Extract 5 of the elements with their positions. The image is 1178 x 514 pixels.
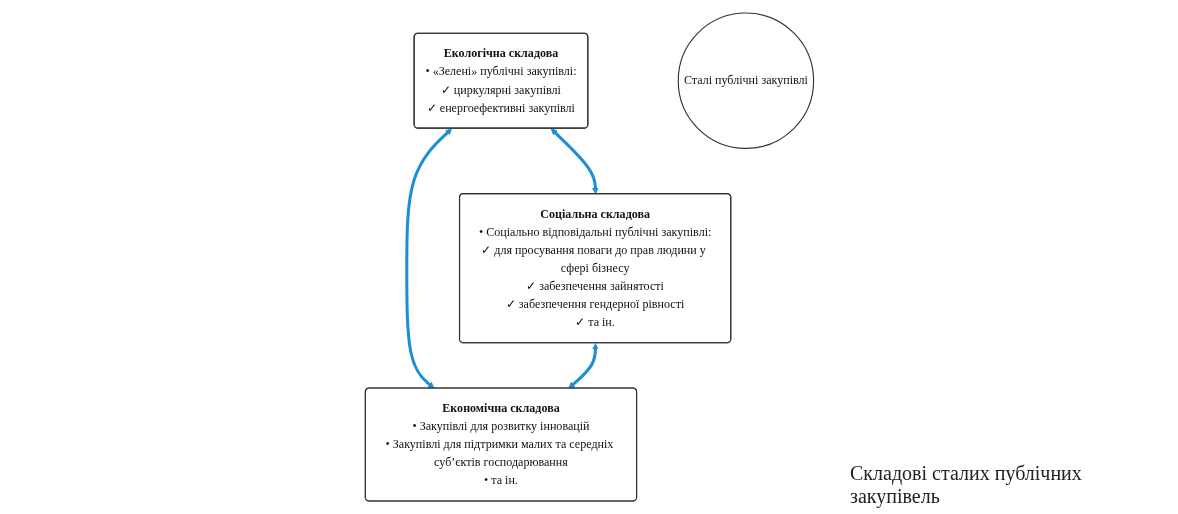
arrow <box>567 343 599 389</box>
arrow <box>404 128 452 389</box>
node-circle: Сталі публічні закупівлі <box>677 12 814 149</box>
caption: Складові сталих публічних закупівель <box>850 462 1083 508</box>
arrow <box>550 128 599 195</box>
